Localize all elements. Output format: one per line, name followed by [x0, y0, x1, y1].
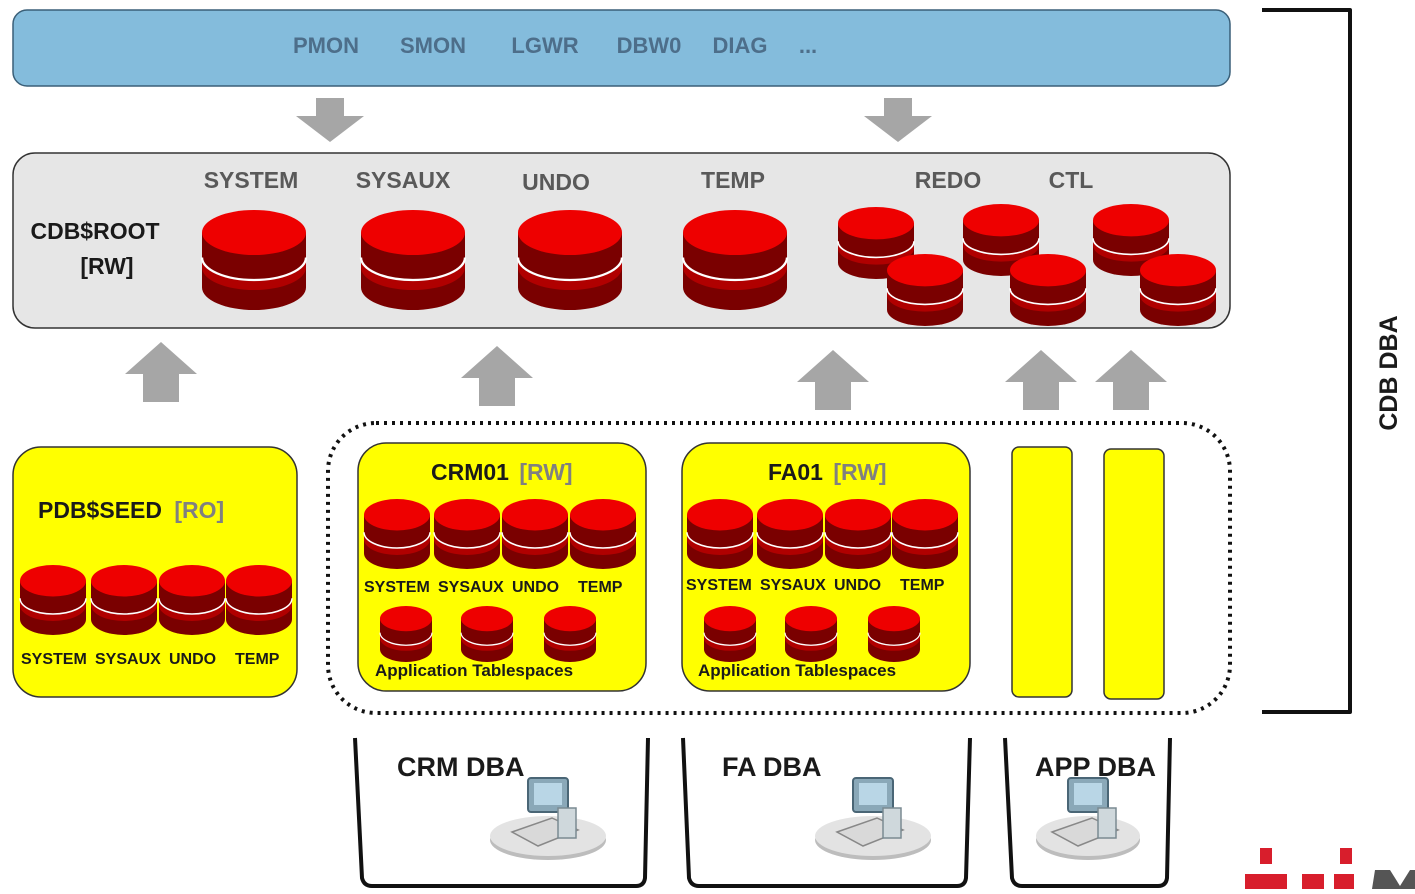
- pdb-crm01-mode: [RW]: [519, 459, 572, 485]
- fa-label-temp: TEMP: [900, 577, 945, 594]
- redo-disk: [1010, 254, 1086, 326]
- computer-icon: [1036, 777, 1140, 860]
- pdb-seed-mode: [RO]: [174, 497, 224, 523]
- crm-label-undo: UNDO: [512, 579, 559, 596]
- process-dbw0: DBW0: [617, 33, 682, 58]
- pdb-seed-box: [12, 446, 298, 698]
- crm-dba-label: CRM DBA: [397, 752, 525, 782]
- crm-app-disk: [544, 606, 596, 662]
- process-more: ...: [799, 33, 817, 58]
- dba-cups: [353, 737, 1172, 888]
- fa-disk-sysaux: [757, 499, 823, 569]
- computer-icon: [815, 777, 931, 860]
- crm-label-sysaux: SYSAUX: [438, 579, 504, 596]
- fa-disk-system: [687, 499, 753, 569]
- pdb-placeholder-2: [1103, 448, 1165, 700]
- root-label-undo: UNDO: [522, 169, 590, 195]
- crm-app-disk: [461, 606, 513, 662]
- root-label-redo: REDO: [915, 167, 981, 193]
- seed-label-undo: UNDO: [169, 651, 216, 668]
- arrow-up-seed: [125, 342, 197, 402]
- root-disk-undo: [518, 210, 622, 310]
- redo-disk: [887, 254, 963, 326]
- redo-ctl-disks: [838, 204, 1216, 326]
- pdb-crm01-name: CRM01: [431, 459, 509, 485]
- background-process-bar: [12, 9, 1231, 87]
- seed-label-system: SYSTEM: [21, 651, 87, 668]
- app-dba-cup: [1003, 737, 1172, 888]
- process-labels: PMON SMON LGWR DBW0 DIAG ...: [293, 33, 817, 58]
- arrow-down-right: [864, 98, 932, 142]
- seed-disk-temp: [226, 565, 292, 635]
- application-container: [326, 421, 1232, 715]
- root-file-labels: SYSTEM SYSAUX UNDO TEMP REDO CTL: [204, 167, 1094, 195]
- fa-app-disk: [704, 606, 756, 662]
- pdb-fa01-title: FA01 [RW]: [768, 459, 887, 485]
- cdb-dba-label: CDB DBA: [1375, 315, 1403, 430]
- seed-disk-sysaux: [91, 565, 157, 635]
- pdb-seed-title: PDB$SEED [RO]: [38, 497, 224, 523]
- company-logo: [1245, 848, 1415, 889]
- process-smon: SMON: [400, 33, 466, 58]
- process-pmon: PMON: [293, 33, 359, 58]
- fa-label-system: SYSTEM: [686, 577, 752, 594]
- root-disk-system: [202, 210, 306, 310]
- crm-disk-temp: [570, 499, 636, 569]
- seed-label-temp: TEMP: [235, 651, 280, 668]
- crm-disk-sysaux: [434, 499, 500, 569]
- fa-label-sysaux: SYSAUX: [760, 577, 826, 594]
- arrow-down-left: [296, 98, 364, 142]
- process-lgwr: LGWR: [511, 33, 578, 58]
- fa-app-label: Application Tablespaces: [698, 661, 896, 680]
- seed-disk-system: [20, 565, 86, 635]
- root-label-ctl: CTL: [1049, 167, 1094, 193]
- seed-file-labels: SYSTEM SYSAUX UNDO TEMP: [21, 651, 280, 668]
- pdb-placeholder-1: [1011, 446, 1073, 698]
- crm-dba-cup: [353, 737, 650, 888]
- cdb-root-name: CDB$ROOT: [30, 218, 159, 244]
- pdb-fa01-mode: [RW]: [833, 459, 886, 485]
- crm-app-label: Application Tablespaces: [375, 661, 573, 680]
- crm-app-disk: [380, 606, 432, 662]
- crm-file-labels: SYSTEM SYSAUX UNDO TEMP: [364, 579, 623, 596]
- fa-file-labels: SYSTEM SYSAUX UNDO TEMP: [686, 577, 945, 594]
- cdb-dba-bracket: [1262, 8, 1352, 714]
- seed-label-sysaux: SYSAUX: [95, 651, 161, 668]
- root-label-sysaux: SYSAUX: [356, 167, 451, 193]
- root-disk-temp: [683, 210, 787, 310]
- arrow-up-app2: [1095, 350, 1167, 410]
- fa-dba-cup: [681, 737, 972, 888]
- fa-label-undo: UNDO: [834, 577, 881, 594]
- pdb-crm01-title: CRM01 [RW]: [431, 459, 573, 485]
- crm-label-temp: TEMP: [578, 579, 623, 596]
- ctl-disk: [1140, 254, 1216, 326]
- crm-label-system: SYSTEM: [364, 579, 430, 596]
- root-label-system: SYSTEM: [204, 167, 299, 193]
- fa-disk-temp: [892, 499, 958, 569]
- arrow-up-app1: [1005, 350, 1077, 410]
- root-disk-sysaux: [361, 210, 465, 310]
- fa-app-disk: [868, 606, 920, 662]
- cdb-root-mode: [RW]: [80, 253, 133, 279]
- fa-dba-label: FA DBA: [722, 752, 822, 782]
- arrow-up-fa: [797, 350, 869, 410]
- pdb-seed-name: PDB$SEED: [38, 497, 162, 523]
- crm-disk-system: [364, 499, 430, 569]
- seed-disk-undo: [159, 565, 225, 635]
- fa-app-disk: [785, 606, 837, 662]
- crm-disk-undo: [502, 499, 568, 569]
- root-label-temp: TEMP: [701, 167, 765, 193]
- computer-icon: [490, 777, 606, 860]
- fa-disk-undo: [825, 499, 891, 569]
- arrow-up-crm: [461, 346, 533, 406]
- process-diag: DIAG: [713, 33, 768, 58]
- pdb-fa01-name: FA01: [768, 459, 823, 485]
